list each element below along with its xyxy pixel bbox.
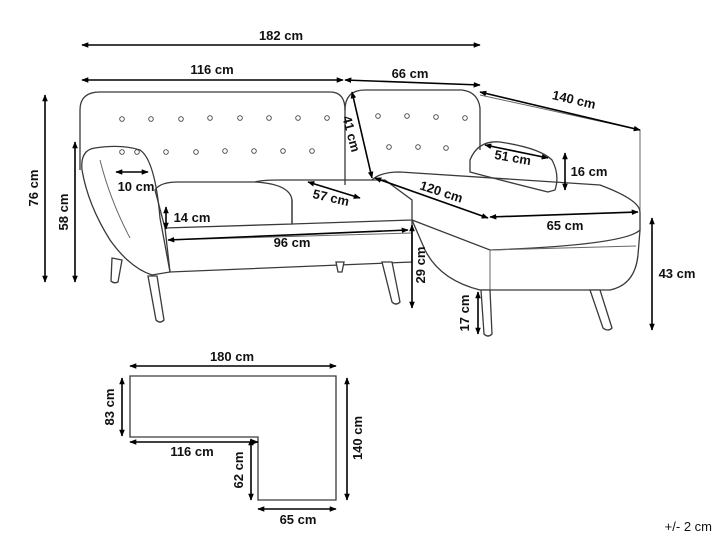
dimension-lines: 182 cm 116 cm 66 cm 140 cm 76 cm 58 cm 4… [26,28,696,335]
dim-line-chaise-seat-length [374,177,489,219]
chaise-backrest [344,89,481,150]
label-back-height: 41 cm [339,114,363,154]
floor-plan: 180 cm 83 cm 140 cm 116 cm 62 cm 65 cm [102,349,365,527]
back-buttons [119,113,468,155]
label-seat-width: 96 cm [274,235,311,250]
label-chaise-width: 66 cm [392,66,429,81]
label-chaise-arm-depth: 51 cm [493,147,532,168]
dim-line-chaise-arm-depth [484,143,549,160]
main-backrest [79,91,346,185]
dim-line-chaise-seat-width [489,209,639,220]
left-armrest-inner [99,159,131,239]
dim-line-seat-width [167,227,409,243]
label-plan-top-width: 180 cm [210,349,254,364]
label-plan-inner-width: 116 cm [170,444,213,459]
label-main-width: 116 cm [190,62,233,77]
sofa-legs [110,257,613,337]
leg-front-left [147,275,165,323]
label-chaise-length: 140 cm [551,87,597,112]
label-leg-clearance: 29 cm [413,247,428,284]
tolerance-note: +/- 2 cm [665,519,712,534]
label-plan-bottom-width: 65 cm [280,512,317,527]
dim-line-chaise-width [344,77,481,88]
label-chaise-arm-height: 16 cm [571,164,608,179]
leg-chaise-front [480,289,493,337]
leg-chaise-back [589,289,613,331]
label-total-width: 182 cm [259,28,303,43]
label-plan-left-depth: 83 cm [102,389,117,426]
label-chaise-seat-width: 65 cm [547,218,584,233]
label-arm-height: 58 cm [56,194,71,231]
label-arm-width: 10 cm [118,179,155,194]
label-seat-depth: 57 cm [311,186,350,209]
chaise-cushion [371,171,641,251]
dim-line-chaise-length [479,90,641,132]
label-leg-height: 17 cm [457,295,472,332]
chaise-base-seam [489,245,637,251]
left-armrest [81,145,171,276]
label-cushion-thickness: 14 cm [174,210,211,225]
floor-plan-outline [129,375,337,501]
leg-hidden [335,261,345,273]
label-plan-inner-depth: 62 cm [231,452,246,489]
leg-front-middle [381,261,401,305]
sofa-illustration [79,89,641,337]
label-total-height: 76 cm [26,170,41,207]
chaise-base [411,219,641,291]
chaise-bolster [469,141,558,193]
dim-line-back-height [350,91,374,179]
dim-line-seat-depth [307,181,361,199]
label-plan-right-length: 140 cm [350,416,365,460]
label-seat-height: 43 cm [659,266,696,281]
leg-back-left [110,257,123,284]
